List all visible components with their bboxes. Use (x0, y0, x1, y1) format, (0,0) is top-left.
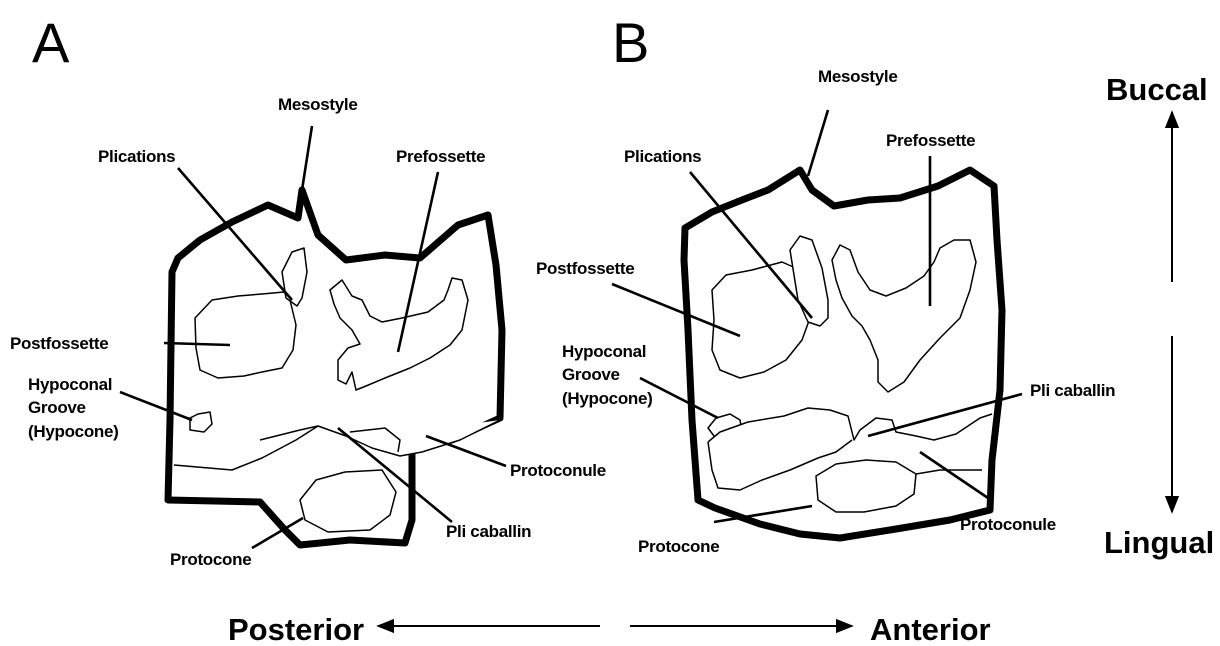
panel-b-protocone-label: Protocone (638, 537, 719, 556)
panel-a-protocone-label: Protocone (170, 550, 251, 569)
panel-a-hypoconal-label-2: Groove (28, 398, 86, 417)
panel-a-pli-caballin-label: Pli caballin (446, 522, 531, 541)
panel-b-prefossette-label: Prefossette (886, 131, 975, 150)
panel-a-mesostyle-leader (302, 126, 312, 190)
panel-a-letter: A (32, 11, 70, 74)
panel-a-hypoconal-label-3: (Hypocone) (28, 422, 119, 441)
panel-a-protoconule-label: Protoconule (510, 461, 606, 480)
anterior-label: Anterior (870, 612, 991, 646)
panel-b-letter: B (612, 11, 649, 74)
panel-a-hypoconal-label-1: Hypoconal (28, 375, 112, 394)
panel-b-protoconule-label: Protoconule (960, 515, 1056, 534)
panel-a-postfossette-label: Postfossette (10, 334, 108, 353)
posterior-label: Posterior (228, 612, 364, 646)
panel-a-tooth (168, 190, 502, 545)
panel-a-prefossette-label: Prefossette (396, 147, 485, 166)
panel-b-mesostyle-label: Mesostyle (818, 67, 898, 86)
panel-b-hypoconal-label-1: Hypoconal (562, 342, 646, 361)
panel-a-plications-label: Plications (98, 147, 175, 166)
buccal-label: Buccal (1106, 72, 1208, 107)
panel-b-postfossette-label: Postfossette (536, 259, 634, 278)
panel-a-protoconule-leader (426, 436, 506, 466)
panel-a-mesostyle-label: Mesostyle (278, 95, 358, 114)
panel-b-tooth (684, 170, 1002, 538)
panel-b-plications-label: Plications (624, 147, 701, 166)
panel-b-hypoconal-label-3: (Hypocone) (562, 389, 653, 408)
panel-b-hypoconal-label-2: Groove (562, 365, 620, 384)
panel-b-mesostyle-leader (808, 110, 828, 176)
panel-a-postfossette (195, 292, 296, 378)
panel-b-pli-caballin-label: Pli caballin (1030, 381, 1115, 400)
lingual-label: Lingual (1104, 525, 1214, 560)
